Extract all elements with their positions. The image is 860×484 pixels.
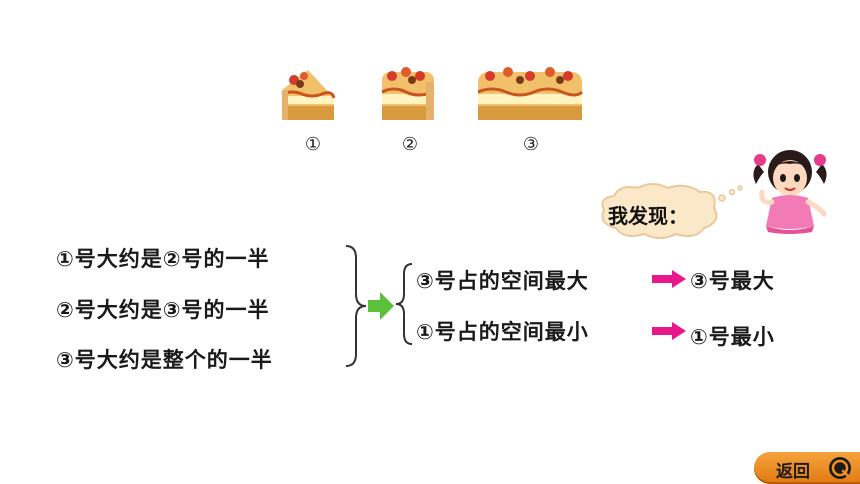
girl-character-image (753, 150, 827, 234)
back-icon (829, 457, 851, 479)
back-button-label: 返回 (776, 462, 810, 482)
statements-brace (345, 245, 367, 367)
cake-3-label: ③ (522, 134, 540, 155)
cake-1-label: ① (304, 134, 322, 155)
conclusions-brace (395, 263, 413, 345)
discovery-label: 我发现： (608, 204, 688, 228)
magenta-arrow-icon (652, 270, 686, 288)
statement-2: ②号大约是③号的一半 (56, 298, 270, 322)
cake-2-label: ② (401, 134, 419, 155)
thought-bubble (601, 183, 743, 239)
cake-2-image (381, 67, 435, 120)
conclusion-1-text: ③号占的空间最大 (416, 269, 589, 293)
conclusion-2-result: ①号最小 (690, 325, 775, 349)
back-button[interactable]: 返回 (754, 452, 860, 484)
cake-3-image (477, 67, 584, 120)
magenta-arrow-icon (652, 322, 686, 340)
conclusion-2-text: ①号占的空间最小 (416, 320, 589, 344)
cake-1-image (281, 70, 336, 120)
conclusion-1-result: ③号最大 (690, 269, 775, 293)
statement-3: ③号大约是整个的一半 (56, 348, 273, 372)
statement-1: ①号大约是②号的一半 (56, 247, 270, 271)
green-arrow-icon (368, 292, 394, 320)
